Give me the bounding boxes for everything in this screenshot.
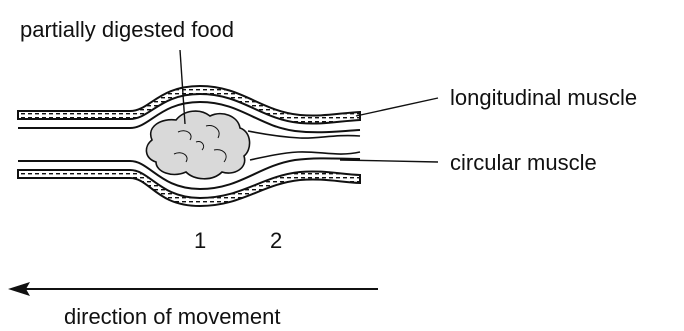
- label-position-1: 1: [194, 228, 206, 253]
- label-position-2: 2: [270, 228, 282, 253]
- label-food: partially digested food: [20, 17, 234, 42]
- longitudinal-leader-line: [356, 98, 438, 116]
- label-longitudinal-muscle: longitudinal muscle: [450, 85, 637, 110]
- food-bolus: [146, 111, 249, 179]
- label-direction: direction of movement: [64, 304, 280, 329]
- label-circular-muscle: circular muscle: [450, 150, 597, 175]
- circular-leader-line: [340, 160, 438, 162]
